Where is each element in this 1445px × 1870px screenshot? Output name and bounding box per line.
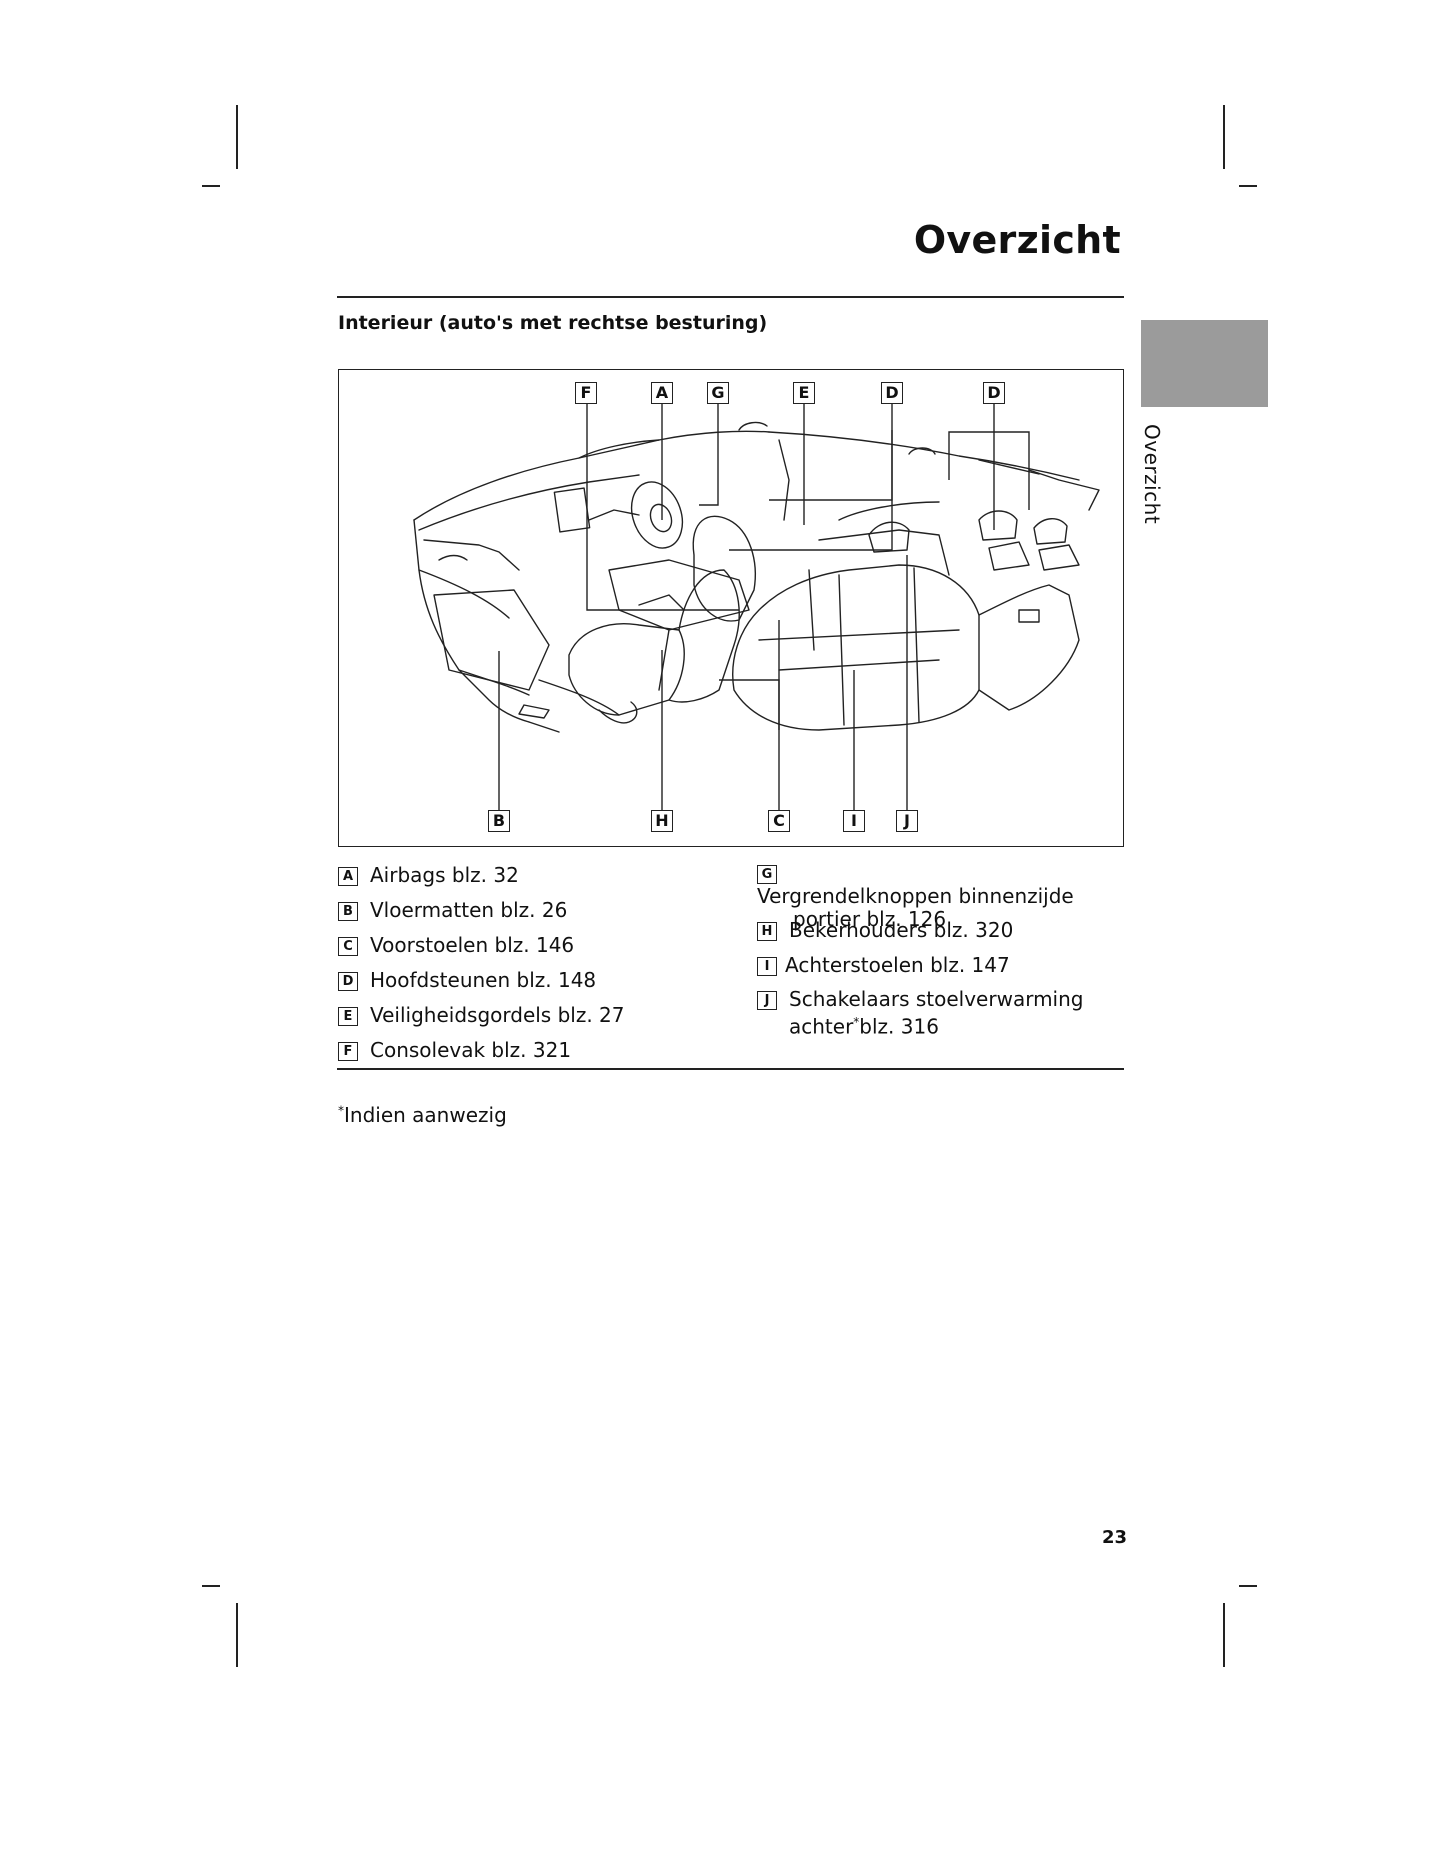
callout-b: B xyxy=(488,810,510,832)
callout-j: J xyxy=(896,810,918,832)
chapter-tab xyxy=(1141,320,1268,407)
callout-d: D xyxy=(983,382,1005,404)
legend-rule xyxy=(337,1068,1124,1070)
crop-mark xyxy=(236,105,238,169)
callout-f: F xyxy=(575,382,597,404)
callout-a: A xyxy=(651,382,673,404)
callout-c: C xyxy=(768,810,790,832)
crop-mark xyxy=(202,1585,220,1587)
page-number: 23 xyxy=(1102,1527,1128,1548)
chapter-title: Overzicht xyxy=(913,218,1121,262)
crop-mark xyxy=(1239,185,1257,187)
crop-mark xyxy=(202,185,220,187)
callout-e: E xyxy=(793,382,815,404)
crop-mark xyxy=(1239,1585,1257,1587)
crop-mark xyxy=(1223,1603,1225,1667)
section-heading: Interieur (auto's met rechtse besturing) xyxy=(338,312,768,334)
car-interior-illustration xyxy=(413,404,1100,810)
crop-mark xyxy=(236,1603,238,1667)
callout-g: G xyxy=(707,382,729,404)
crop-mark xyxy=(1223,105,1225,169)
header-rule xyxy=(337,296,1124,298)
interior-diagram: F A G E D D B H C I J xyxy=(338,369,1124,847)
callout-i: I xyxy=(843,810,865,832)
callout-h: H xyxy=(651,810,673,832)
footnote: *Indien aanwezig xyxy=(338,1103,507,1127)
legend-item-g: GVergrendelknoppen binnenzijde portier b… xyxy=(757,865,1074,931)
chapter-tab-label: Overzicht xyxy=(1140,424,1164,525)
callout-d: D xyxy=(881,382,903,404)
